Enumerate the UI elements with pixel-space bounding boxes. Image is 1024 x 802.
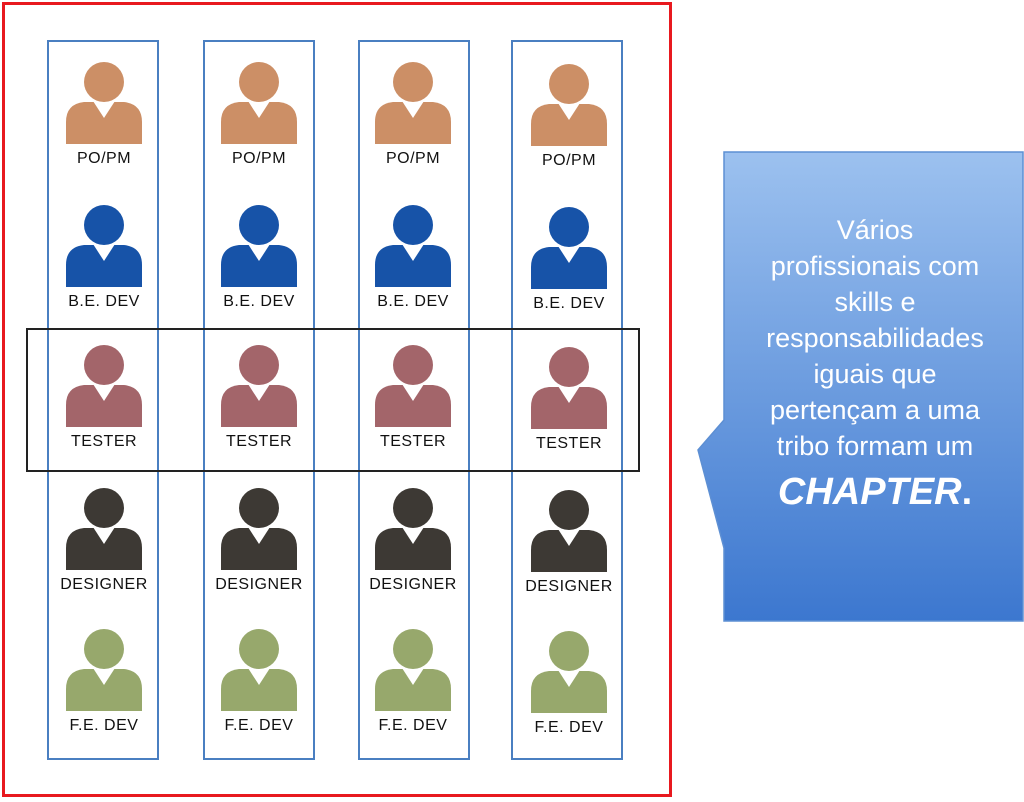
squad-member: PO/PM	[29, 60, 179, 168]
member-role-label: B.E. DEV	[223, 293, 295, 310]
person-icon	[375, 62, 451, 144]
person-icon	[531, 631, 607, 713]
member-role-label: F.E. DEV	[69, 717, 139, 734]
squad-member: TESTER	[184, 343, 334, 451]
member-role-label: F.E. DEV	[224, 717, 294, 734]
squad-member: B.E. DEV	[29, 203, 179, 311]
callout-shape	[697, 151, 1024, 622]
member-role-label: TESTER	[535, 435, 603, 452]
member-role-label: B.E. DEV	[377, 293, 449, 310]
squad-member: B.E. DEV	[184, 203, 334, 311]
squad-member: DESIGNER	[338, 486, 488, 594]
member-role-label: F.E. DEV	[378, 717, 448, 734]
squad-member: TESTER	[494, 345, 644, 453]
callout-line: responsabilidades	[766, 323, 984, 353]
person-icon	[66, 488, 142, 570]
person-icon	[531, 490, 607, 572]
member-role-label: PO/PM	[76, 150, 132, 167]
member-role-label: DESIGNER	[525, 578, 613, 595]
member-role-label: PO/PM	[541, 152, 597, 169]
squad-member: DESIGNER	[184, 486, 334, 594]
person-icon	[375, 345, 451, 427]
person-icon	[221, 62, 297, 144]
member-role-label: DESIGNER	[60, 576, 148, 593]
person-icon	[66, 205, 142, 287]
squad-member: DESIGNER	[29, 486, 179, 594]
person-icon	[66, 629, 142, 711]
person-icon	[375, 205, 451, 287]
person-icon	[375, 629, 451, 711]
squad-member: TESTER	[29, 343, 179, 451]
member-role-label: B.E. DEV	[68, 293, 140, 310]
squad-member: F.E. DEV	[184, 627, 334, 735]
callout-text: Vários profissionais com skills e respon…	[728, 212, 1022, 520]
squad-member: PO/PM	[338, 60, 488, 168]
member-role-label: DESIGNER	[369, 576, 457, 593]
person-icon	[531, 64, 607, 146]
callout-line: skills e	[834, 287, 916, 317]
person-icon	[221, 629, 297, 711]
chapter-highlight-box	[26, 328, 640, 472]
callout-line: Vários	[836, 215, 914, 245]
callout-emphasis-suffix: .	[961, 471, 973, 513]
member-role-label: PO/PM	[231, 150, 287, 167]
person-icon	[531, 207, 607, 289]
person-icon	[66, 345, 142, 427]
member-role-label: F.E. DEV	[534, 719, 604, 736]
person-icon	[221, 345, 297, 427]
callout: Vários profissionais com skills e respon…	[694, 150, 1024, 622]
squad-member: PO/PM	[184, 60, 334, 168]
callout-line: iguais que	[813, 359, 937, 389]
tribe-frame	[2, 2, 672, 797]
callout-emphasis: CHAPTER	[777, 471, 962, 513]
callout-emphasis-line: CHAPTER.	[728, 464, 1022, 520]
squad-member: F.E. DEV	[338, 627, 488, 735]
member-role-label: B.E. DEV	[533, 295, 605, 312]
member-role-label: PO/PM	[385, 150, 441, 167]
member-role-label: TESTER	[225, 433, 293, 450]
person-icon	[531, 347, 607, 429]
squad-member: F.E. DEV	[494, 629, 644, 737]
squad-member: F.E. DEV	[29, 627, 179, 735]
squad-member: PO/PM	[494, 62, 644, 170]
member-role-label: TESTER	[379, 433, 447, 450]
squad-member: B.E. DEV	[494, 205, 644, 313]
person-icon	[375, 488, 451, 570]
squad-member: B.E. DEV	[338, 203, 488, 311]
squad-column	[47, 40, 159, 760]
callout-line: tribo formam um	[776, 431, 974, 461]
squad-member: TESTER	[338, 343, 488, 451]
callout-line: profissionais com	[770, 251, 980, 281]
squad-member: DESIGNER	[494, 488, 644, 596]
squad-column	[203, 40, 315, 760]
person-icon	[66, 62, 142, 144]
person-icon	[221, 205, 297, 287]
member-role-label: TESTER	[70, 433, 138, 450]
member-role-label: DESIGNER	[215, 576, 303, 593]
callout-line: pertençam a uma	[769, 395, 981, 425]
person-icon	[221, 488, 297, 570]
squad-column	[511, 40, 623, 760]
squad-column	[358, 40, 470, 760]
